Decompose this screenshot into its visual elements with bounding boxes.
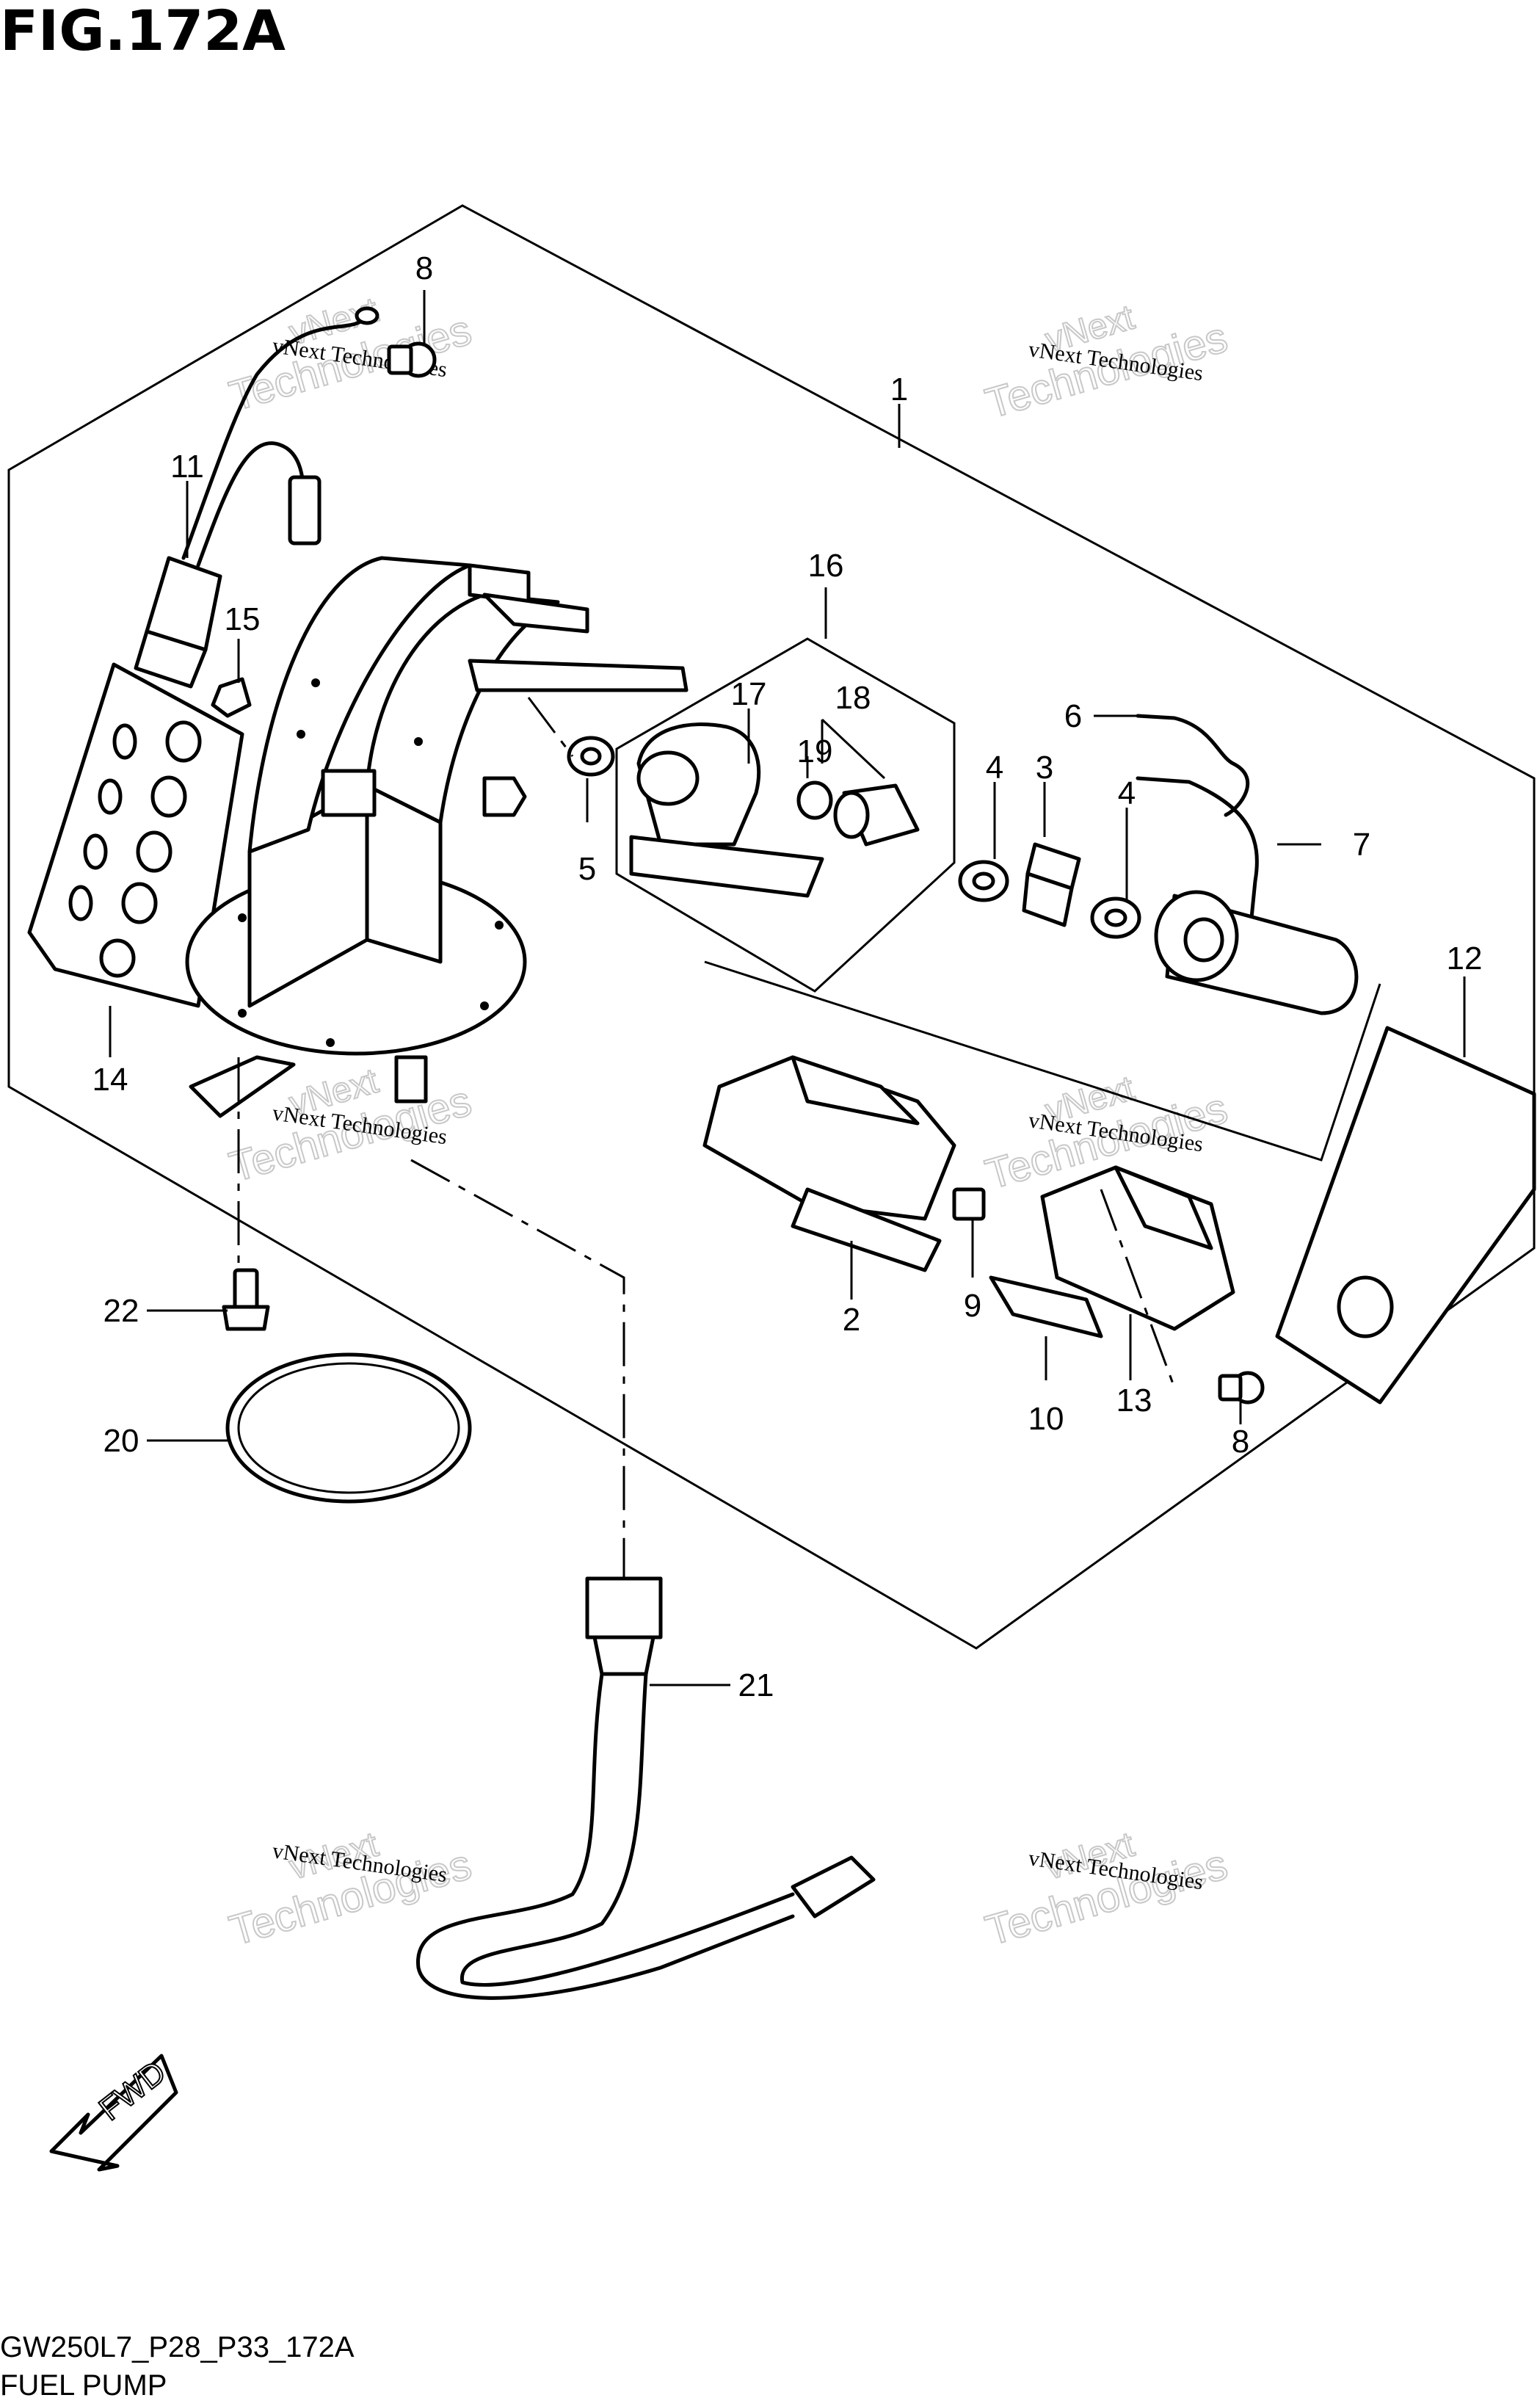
part-7-wire [1136,776,1259,957]
part-8-screw-top [387,341,437,378]
assembly-leader-lines [237,697,1176,1579]
callout-15: 15 [225,601,261,637]
part-4-washer-right [1090,896,1141,939]
assembly-boundary [7,204,1536,1650]
callout-16: 16 [808,548,844,584]
part-12-plate [1275,1026,1536,1405]
callout-leaders [109,290,1466,1686]
watermark-bottom-left: vNext Technologies vNext Technologies [224,1825,477,1956]
callout-9: 9 [964,1288,981,1324]
callout-14: 14 [92,1062,128,1098]
callout-4-left: 4 [986,750,1003,786]
part-4-washer-left [958,860,1009,902]
figure-title: FIG.172A [0,0,286,63]
part-11-harness-connector [134,306,379,689]
callout-7: 7 [1353,827,1370,863]
fwd-arrow: FWD [49,2054,178,2172]
part-2-group-boundary [704,960,1381,1162]
callout-6: 6 [1064,698,1082,734]
callout-18: 18 [835,680,871,716]
callout-21: 21 [738,1667,774,1703]
figure-code: GW250L7_P28_P33_172A [0,2331,355,2363]
callout-1: 1 [890,372,908,407]
part-17-pressure-regulator [629,722,824,898]
bracket-bolt [482,776,527,817]
watermark-top-right: vNext Technologies vNext Technologies [980,297,1233,429]
part-10-cushion [989,1275,1103,1338]
watermark-bottom-right: vNext Technologies vNext Technologies [980,1825,1233,1956]
part-18-fitting [833,783,920,847]
part-2-housing [702,1055,956,1272]
part-14-filter-screen [27,662,244,1008]
callout-19: 19 [797,733,833,769]
fuel-pump-bracket [185,556,689,1118]
part-22-bolt [222,1268,270,1331]
callout-2: 2 [843,1302,860,1338]
callout-22: 22 [103,1293,139,1329]
fuel-pump-motor [1154,890,1359,1015]
callout-8-top: 8 [415,250,433,286]
part-3-nozzle [1022,842,1081,927]
part-16-group-boundary [615,637,956,993]
part-6-wire [1136,714,1250,817]
part-5-washer [567,736,615,777]
watermark-top-left: vNext Technologies vNext Technologies [224,290,477,421]
part-15-clip [211,677,252,718]
callout-5: 5 [578,851,596,887]
part-20-o-ring [225,1352,472,1504]
callout-4-right: 4 [1118,775,1136,811]
part-19-o-ring [796,780,833,820]
part-9-clip [952,1187,986,1221]
callout-10: 10 [1028,1401,1064,1437]
part-13-cover [1040,1165,1235,1331]
callout-20: 20 [103,1423,139,1459]
callout-13: 13 [1116,1383,1152,1418]
callout-8-right: 8 [1232,1424,1249,1460]
figure-name: FUEL PUMP [0,2369,167,2402]
part-21-fuel-hose [416,1576,876,2000]
callout-12: 12 [1447,941,1483,976]
callout-11: 11 [170,449,204,485]
part-8-screw-right [1218,1371,1265,1405]
callout-3: 3 [1036,750,1053,786]
callout-labels: 1 2 3 4 4 5 6 7 8 8 9 10 11 12 13 14 15 … [92,250,1483,1703]
callout-17: 17 [731,676,767,712]
